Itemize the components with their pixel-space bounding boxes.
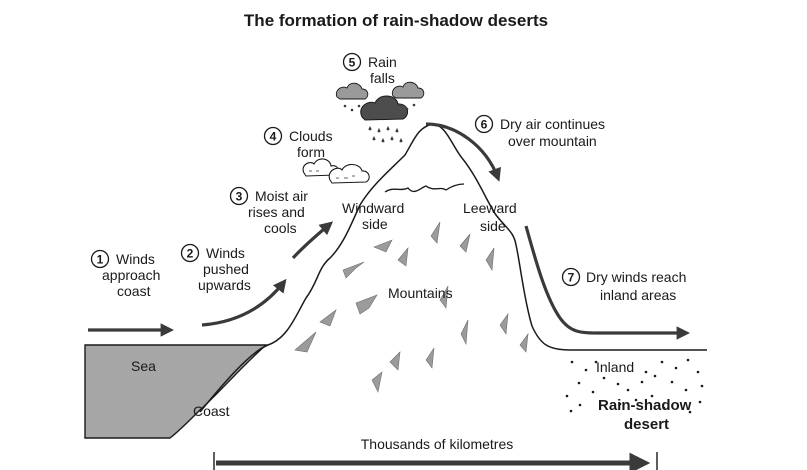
step-3-number: 3 [236, 190, 243, 204]
step-7: 7 Dry winds reach inland areas [561, 267, 686, 303]
mountains-label: Mountains [388, 285, 453, 301]
step-4-number: 4 [270, 130, 277, 144]
step-2-line-2: pushed [203, 261, 249, 277]
windward-label-line-1: Windward [342, 200, 404, 216]
step-2: 2 Winds pushed upwards [180, 243, 251, 293]
desert-dots [565, 358, 704, 414]
inland-label: Inland [596, 359, 634, 375]
step-4: 4 Clouds form [263, 126, 333, 160]
step-4-line-2: form [297, 144, 325, 160]
coast-label: Coast [193, 403, 230, 419]
mountain-rocks [294, 221, 529, 393]
arrow-moist-rises [291, 221, 334, 260]
step-2-number: 2 [187, 247, 194, 261]
snow-line [384, 183, 465, 193]
leeward-label-line-1: Leeward [463, 200, 517, 216]
leeward-label-line-2: side [480, 218, 506, 234]
rain-clouds [335, 81, 425, 143]
step-1-number: 1 [97, 253, 104, 267]
sea [84, 344, 268, 439]
windward-label-line-2: side [362, 216, 388, 232]
step-3-line-3: cools [264, 220, 297, 236]
step-1-line-2: approach [102, 267, 160, 283]
desert-label-line-2: desert [624, 416, 669, 433]
arrow-dry-inland [524, 225, 691, 340]
step-3-line-2: rises and [248, 204, 305, 220]
sea-label: Sea [131, 358, 156, 374]
step-6-number: 6 [481, 118, 488, 132]
step-5-number: 5 [349, 56, 356, 70]
desert-label-line-1: Rain-shadow [598, 397, 692, 414]
small-clouds [302, 158, 370, 184]
step-7-line-2: inland areas [600, 287, 676, 303]
arrow-winds-pushed [201, 278, 287, 327]
mountain-outline [199, 123, 707, 413]
step-2-line-1: Winds [206, 245, 245, 261]
step-4-line-1: Clouds [289, 128, 333, 144]
step-5: 5 Rain falls [342, 52, 397, 86]
step-3-line-1: Moist air [255, 188, 308, 204]
step-7-line-1: Dry winds reach [586, 269, 686, 285]
step-5-line-1: Rain [368, 54, 397, 70]
step-6-line-2: over mountain [508, 133, 597, 149]
step-7-number: 7 [568, 271, 575, 285]
step-1-line-1: Winds [116, 251, 155, 267]
step-6: 6 Dry air continues over mountain [474, 114, 605, 149]
step-1: 1 Winds approach coast [90, 249, 160, 299]
step-3: 3 Moist air rises and cools [229, 186, 308, 236]
step-6-line-1: Dry air continues [500, 116, 605, 132]
step-1-line-3: coast [117, 283, 151, 299]
diagram-title: The formation of rain-shadow deserts [244, 11, 548, 30]
step-5-line-2: falls [370, 70, 395, 86]
arrow-dry-over-mountain [425, 122, 501, 182]
distance-label: Thousands of kilometres [361, 436, 514, 452]
step-2-line-3: upwards [198, 277, 251, 293]
